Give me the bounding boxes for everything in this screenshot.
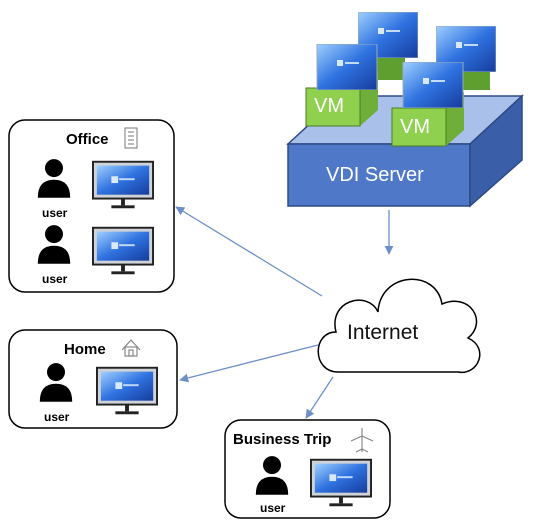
vdi-server <box>286 12 524 208</box>
arrow-internet-to-trip <box>305 376 334 419</box>
building-icon <box>124 127 138 149</box>
internet-label: Internet <box>347 321 419 344</box>
house-icon <box>121 339 141 357</box>
airplane-icon <box>350 428 374 453</box>
vm-front-right <box>391 62 464 147</box>
vm-front-left <box>305 44 378 127</box>
office-title: Office <box>66 131 109 148</box>
user-label: user <box>42 272 68 286</box>
arrow-internet-to-home <box>179 344 319 383</box>
vdi-server-label: VDI Server <box>326 164 424 186</box>
internet-cloud <box>317 278 481 373</box>
vm-label-right: VM <box>400 116 430 138</box>
trip-title: Business Trip <box>233 431 332 448</box>
arrow-internet-to-office <box>175 206 323 297</box>
user-label: user <box>44 410 70 424</box>
vm-label-left: VM <box>314 95 344 117</box>
user-label: user <box>260 501 286 515</box>
user-label: user <box>42 206 68 220</box>
home-title: Home <box>64 341 106 358</box>
